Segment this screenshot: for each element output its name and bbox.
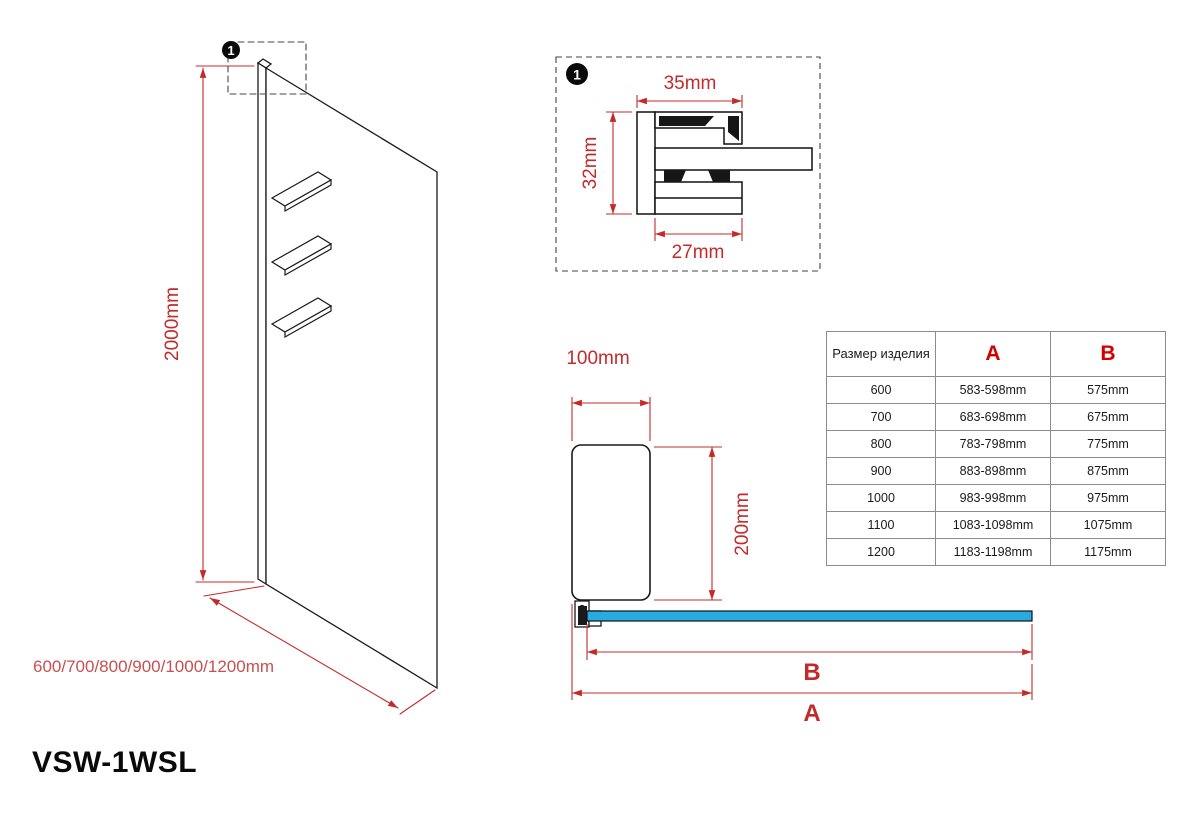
table-row: 700 683-698mm 675mm	[826, 403, 1166, 431]
size-table-header-row: Размер изделия A B	[826, 331, 1166, 377]
table-row: 900 883-898mm 875mm	[826, 457, 1166, 485]
a-cell: 683-698mm	[935, 403, 1051, 431]
table-row: 800 783-798mm 775mm	[826, 430, 1166, 458]
b-cell: 875mm	[1050, 457, 1166, 485]
height-dimension	[195, 65, 255, 583]
size-cell: 700	[826, 403, 936, 431]
glass-panel-plan	[586, 610, 1033, 622]
dim-32	[606, 111, 632, 215]
table-row: 1200 1183-1198mm 1175mm	[826, 538, 1166, 566]
elevation-view: 1 2000mm 600/700/800/900/1000/1200mm	[33, 41, 438, 715]
glass-connector	[578, 606, 587, 625]
width-dimension	[203, 585, 436, 715]
detail-marker-1: 1	[566, 63, 588, 85]
detail-callout-box	[227, 41, 307, 95]
size-column-header: Размер изделия	[826, 331, 936, 377]
wall-profile-section	[636, 111, 813, 215]
dim-b	[586, 624, 1033, 660]
a-cell: 783-798mm	[935, 430, 1051, 458]
shelf	[270, 171, 333, 213]
dim-32-label: 32mm	[580, 137, 601, 190]
gasket-shapes	[659, 116, 739, 182]
table-row: 1000 983-998mm 975mm	[826, 484, 1166, 512]
dim-b-label: B	[803, 659, 820, 686]
dim-a	[571, 604, 1033, 700]
panel-width-options-label: 600/700/800/900/1000/1200mm	[33, 657, 274, 676]
a-cell: 983-998mm	[935, 484, 1051, 512]
a-cell: 1083-1098mm	[935, 511, 1051, 539]
detail-marker-1: 1	[222, 41, 240, 59]
b-cell: 575mm	[1050, 376, 1166, 404]
size-table: Размер изделия A B 600 583-598mm 575mm 7…	[826, 331, 1166, 566]
a-column-header: A	[935, 331, 1051, 377]
b-column-header: B	[1050, 331, 1166, 377]
shelf	[270, 235, 333, 277]
a-cell: 583-598mm	[935, 376, 1051, 404]
b-cell: 1175mm	[1050, 538, 1166, 566]
table-row: 1100 1083-1098mm 1075mm	[826, 511, 1166, 539]
dim-35-label: 35mm	[664, 73, 717, 94]
panel-height-label: 2000mm	[162, 287, 183, 361]
detail-marker-number: 1	[227, 43, 234, 58]
table-row: 600 583-598mm 575mm	[826, 376, 1166, 404]
dim-27-label: 27mm	[672, 242, 725, 263]
shelf	[270, 297, 333, 339]
a-cell: 1183-1198mm	[935, 538, 1051, 566]
profile-detail-view: 1 35mm	[555, 56, 821, 272]
dim-100	[571, 397, 651, 441]
model-title: VSW-1WSL	[32, 746, 198, 779]
size-cell: 900	[826, 457, 936, 485]
size-cell: 800	[826, 430, 936, 458]
size-cell: 600	[826, 376, 936, 404]
dim-35	[636, 95, 743, 108]
dim-200-label: 200mm	[732, 492, 753, 555]
glass-panel	[265, 66, 438, 690]
detail-frame	[555, 56, 821, 272]
size-cell: 1100	[826, 511, 936, 539]
dim-27	[654, 218, 743, 241]
size-cell: 1200	[826, 538, 936, 566]
plan-view: 100mm 200mm	[566, 348, 1033, 727]
b-cell: 675mm	[1050, 403, 1166, 431]
dim-a-label: A	[803, 700, 820, 727]
b-cell: 775mm	[1050, 430, 1166, 458]
wall-profile-plan	[571, 444, 651, 601]
b-cell: 975mm	[1050, 484, 1166, 512]
size-cell: 1000	[826, 484, 936, 512]
detail-marker-number: 1	[573, 67, 581, 83]
b-cell: 1075mm	[1050, 511, 1166, 539]
dim-100-label: 100mm	[566, 348, 629, 369]
a-cell: 883-898mm	[935, 457, 1051, 485]
dim-200	[654, 446, 722, 601]
